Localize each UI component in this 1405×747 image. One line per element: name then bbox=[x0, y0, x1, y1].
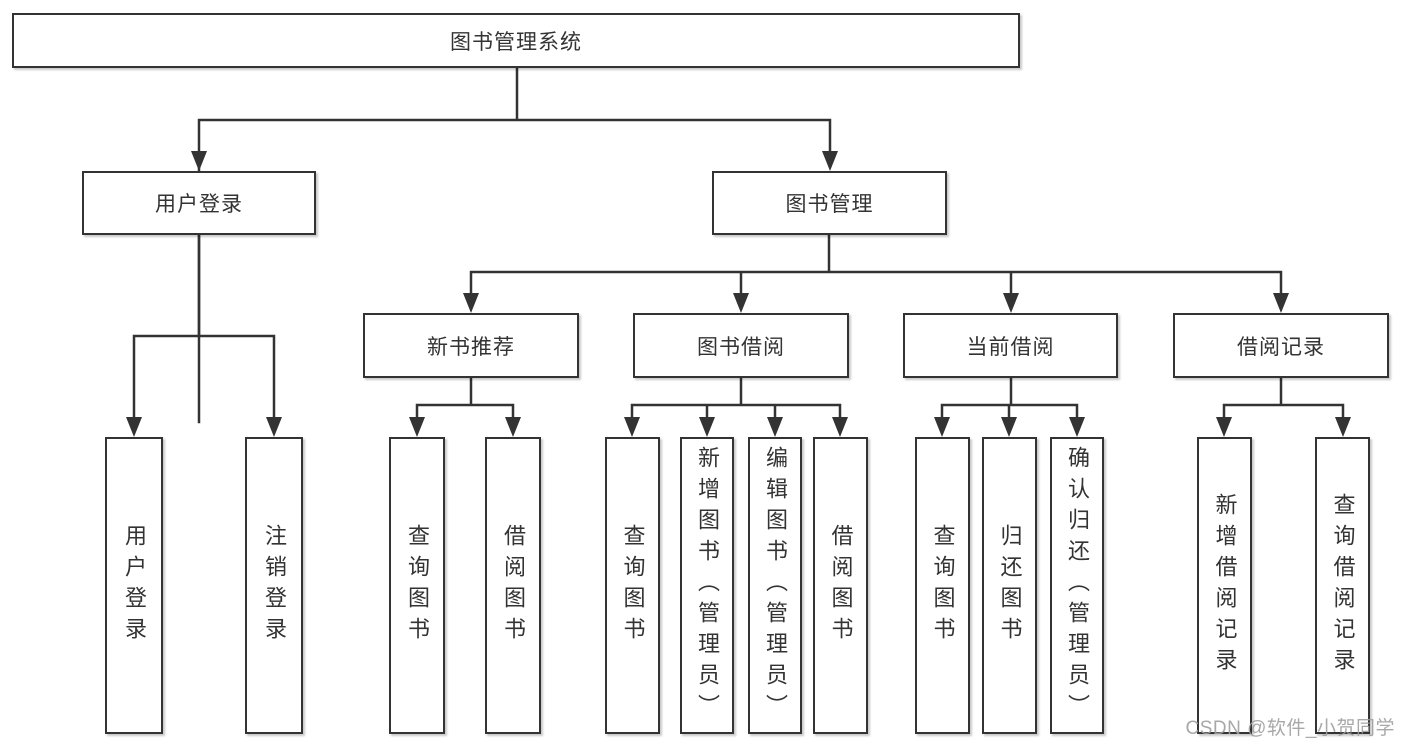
leaf-edit-book-admin: 编辑图书（管理员） bbox=[748, 437, 802, 734]
leaf-add-borrow-record: 新增借阅记录 bbox=[1197, 437, 1252, 734]
leaf-user-login: 用户登录 bbox=[105, 437, 163, 734]
leaf-query-books-borrow: 查询图书 bbox=[605, 437, 660, 734]
node-book-borrow: 图书借阅 bbox=[633, 313, 849, 378]
node-current-borrow: 当前借阅 bbox=[903, 313, 1118, 378]
node-book-management: 图书管理 bbox=[712, 171, 947, 235]
leaf-query-borrow-record: 查询借阅记录 bbox=[1315, 437, 1370, 734]
watermark: CSDN @软件_小贺同学 bbox=[1185, 718, 1395, 739]
leaf-confirm-return-admin: 确认归还（管理员） bbox=[1050, 437, 1104, 734]
leaf-query-books-current: 查询图书 bbox=[915, 437, 970, 734]
leaf-add-book-admin: 新增图书（管理员） bbox=[680, 437, 734, 734]
node-new-book-recommend: 新书推荐 bbox=[363, 313, 579, 378]
node-library-management-system: 图书管理系统 bbox=[12, 13, 1020, 68]
leaf-borrow-books: 借阅图书 bbox=[813, 437, 868, 734]
leaf-return-book: 归还图书 bbox=[982, 437, 1037, 734]
leaf-logout: 注销登录 bbox=[245, 437, 303, 734]
node-borrow-records: 借阅记录 bbox=[1173, 313, 1389, 378]
leaf-borrow-books-recommend: 借阅图书 bbox=[485, 437, 541, 734]
node-user-login: 用户登录 bbox=[82, 171, 316, 235]
leaf-query-books-recommend: 查询图书 bbox=[389, 437, 445, 734]
